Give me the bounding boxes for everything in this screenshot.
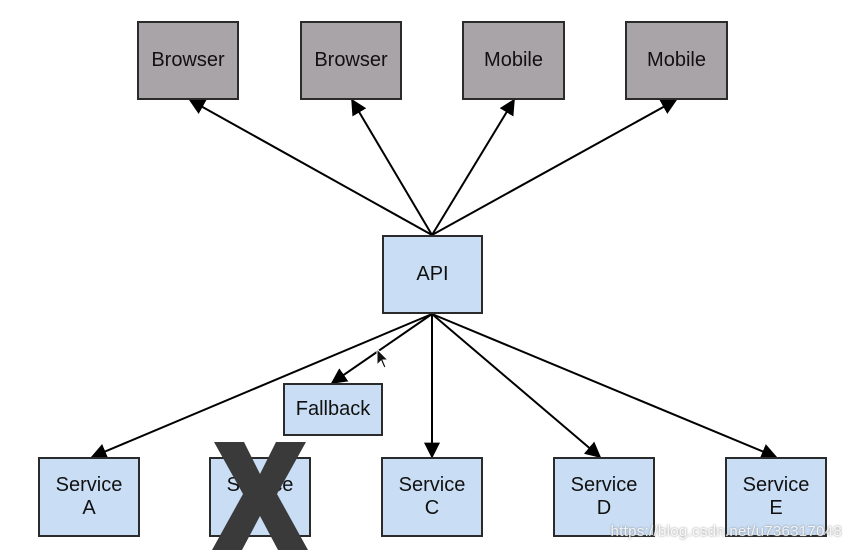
- edge-api-fallback: [330, 313, 433, 384]
- client-mobile-1: Mobile: [462, 21, 565, 100]
- api-node: API: [382, 235, 483, 314]
- client-browser-1: Browser: [137, 21, 239, 100]
- service-a-node: Service A: [38, 457, 140, 537]
- fallback-node: Fallback: [283, 383, 383, 436]
- mouse-cursor-icon: [376, 348, 390, 369]
- edge-api-service-a: [90, 313, 433, 459]
- service-c-node: Service C: [381, 457, 483, 537]
- client-mobile-2: Mobile: [625, 21, 728, 100]
- edge-api-mobile-1: [431, 98, 515, 236]
- service-b-node: Service B: [209, 457, 311, 537]
- edge-api-mobile-2: [431, 99, 678, 236]
- client-browser-2: Browser: [300, 21, 402, 100]
- edge-api-browser-2: [351, 98, 433, 236]
- edge-api-browser-1: [188, 99, 433, 236]
- edge-api-service-e: [431, 313, 778, 459]
- service-e-node: Service E: [725, 457, 827, 537]
- service-d-node: Service D: [553, 457, 655, 537]
- watermark-text: https://blog.csdn.net/u736317048: [610, 523, 842, 540]
- edge-api-service-d: [431, 313, 602, 459]
